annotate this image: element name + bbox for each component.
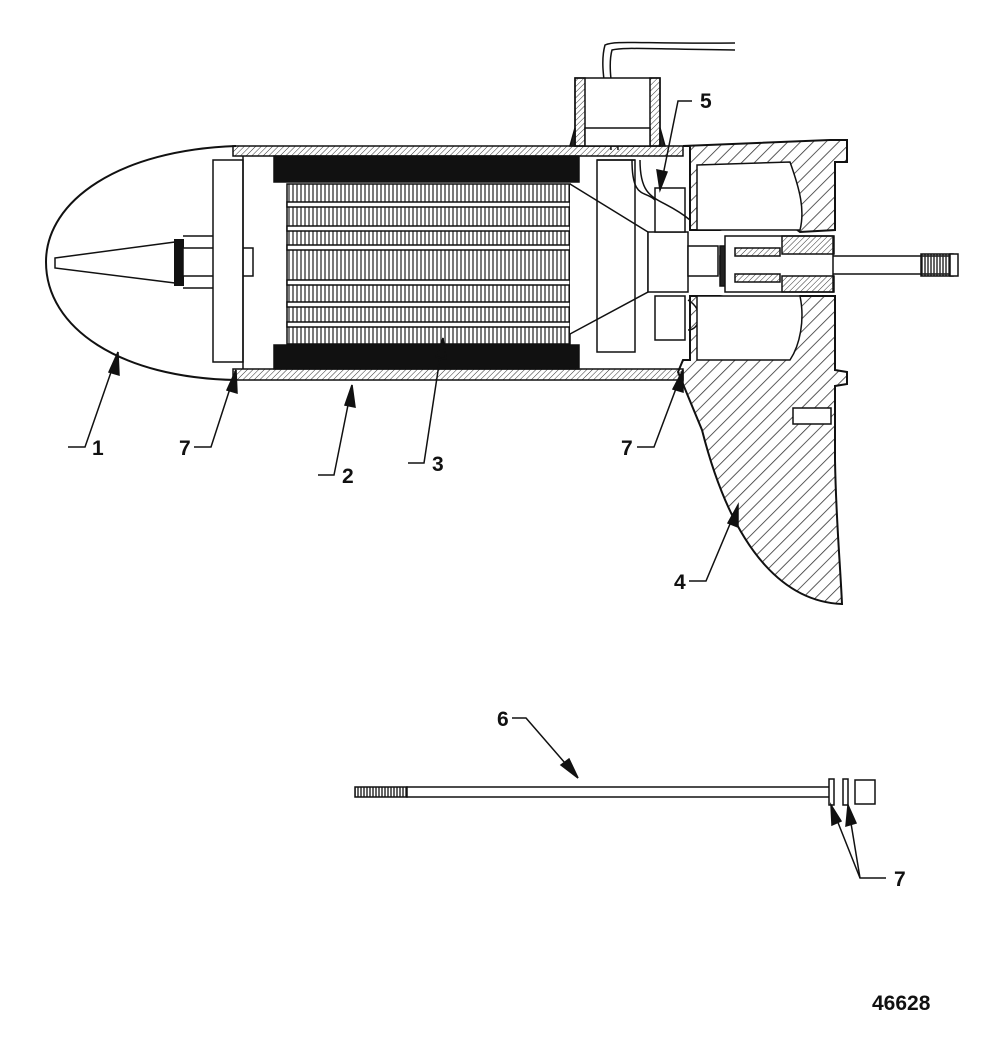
callout-6: 6 <box>497 708 509 731</box>
lower-unit <box>676 139 848 606</box>
callout-7-skeg: 7 <box>621 437 633 460</box>
callout-2: 2 <box>342 465 354 488</box>
callout-4: 4 <box>674 571 686 594</box>
callout-7-nose: 7 <box>179 437 191 460</box>
callout-7-washers: 7 <box>894 868 906 891</box>
brush-assembly <box>602 41 736 341</box>
figure-number: 46628 <box>872 992 931 1015</box>
callout-1: 1 <box>92 437 104 460</box>
callout-3: 3 <box>432 453 444 476</box>
prop-shaft <box>719 235 959 293</box>
thru-bolt <box>354 778 876 806</box>
callout-5: 5 <box>700 90 712 113</box>
armature <box>273 155 649 370</box>
leader-lines <box>68 100 886 879</box>
top-fitting <box>569 77 666 147</box>
nose-cone <box>44 145 254 381</box>
